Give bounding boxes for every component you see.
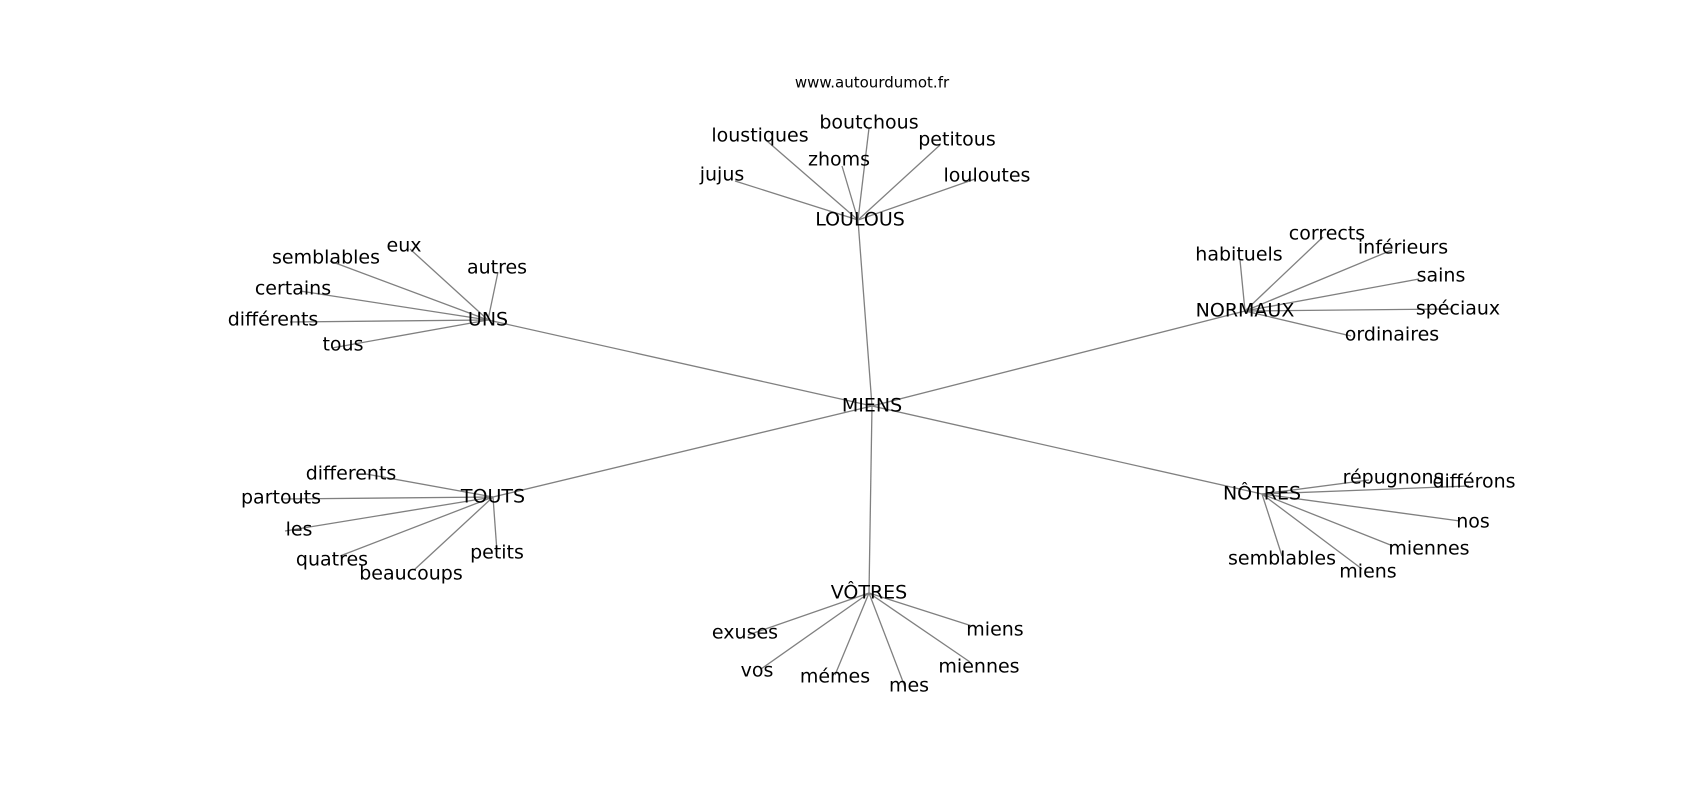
leaf-node-touts-differents: differents <box>306 463 397 485</box>
hub-node-normaux: NORMAUX <box>1196 300 1295 322</box>
edge-touts-les <box>284 496 494 532</box>
leaf-node-votres-mes: mes <box>889 675 929 697</box>
edge-notres-nos <box>1261 493 1461 522</box>
edge-touts-quatres <box>339 496 494 557</box>
edge-normaux-inferieurs <box>1244 249 1393 312</box>
leaf-node-uns-tous: tous <box>322 334 363 356</box>
leaf-node-loulous-petitous: petitous <box>918 129 996 151</box>
edge-notres-miennes <box>1261 493 1394 547</box>
edge-loulous-loustiques <box>766 140 859 221</box>
hub-node-votres: VÔTRES <box>831 580 908 604</box>
leaf-node-loulous-boutchous: boutchous <box>819 112 918 134</box>
edge-votres-exuses <box>747 592 870 636</box>
edge-notres-repugnons <box>1261 479 1370 495</box>
edge-loulous-jujus <box>734 180 859 221</box>
edge-center-loulous <box>857 219 873 407</box>
edge-votres-miens <box>868 592 973 627</box>
leaf-node-normaux-speciaux: spéciaux <box>1416 298 1500 320</box>
edge-loulous-zhoms <box>841 165 859 221</box>
leaf-node-normaux-inferieurs: inférieurs <box>1358 237 1448 259</box>
leaf-node-votres-miennes: miennes <box>938 656 1019 678</box>
site-label: www.autourdumot.fr <box>795 74 950 92</box>
leaf-node-notres-nos: nos <box>1456 511 1490 533</box>
leaf-node-touts-les: les <box>286 519 313 541</box>
leaf-node-touts-beaucoups: beaucoups <box>359 563 463 585</box>
edge-uns-autres <box>487 271 499 321</box>
hub-node-loulous: LOULOUS <box>815 209 905 231</box>
leaf-node-votres-vos: vos <box>741 660 774 682</box>
edge-touts-differents <box>365 473 494 498</box>
leaf-node-uns-certains: certains <box>255 278 331 300</box>
edge-notres-differons <box>1261 485 1470 495</box>
edge-group <box>280 127 1470 688</box>
edge-center-notres <box>871 405 1263 495</box>
leaf-node-touts-petits: petits <box>470 542 524 564</box>
edge-normaux-habituels <box>1239 259 1246 312</box>
leaf-node-loulous-jujus: jujus <box>699 164 745 186</box>
edge-center-uns <box>487 319 873 407</box>
leaf-node-notres-differons: différons <box>1432 471 1515 493</box>
leaf-node-uns-autres: autres <box>467 257 527 279</box>
leaf-node-normaux-sains: sains <box>1417 265 1466 287</box>
edge-votres-miennes <box>868 592 971 663</box>
edge-normaux-sains <box>1244 278 1420 312</box>
leaf-node-normaux-ordinaires: ordinaires <box>1345 324 1439 346</box>
edge-votres-vos <box>760 592 870 670</box>
edge-notres-miens <box>1261 493 1363 570</box>
hub-node-notres: NÔTRES <box>1223 481 1301 505</box>
leaf-node-loulous-loustiques: loustiques <box>711 125 808 147</box>
leaf-node-notres-miens: miens <box>1339 561 1396 583</box>
edge-uns-tous <box>331 319 489 349</box>
leaf-node-notres-miennes: miennes <box>1388 538 1469 560</box>
leaf-node-uns-differents: différents <box>228 309 319 331</box>
edge-loulous-boutchous <box>857 127 870 221</box>
hub-node-uns: UNS <box>468 309 508 331</box>
leaf-node-loulous-louloutes: louloutes <box>944 165 1031 187</box>
edge-loulous-louloutes <box>857 178 976 221</box>
edge-touts-petits <box>492 496 498 553</box>
edge-center-votres <box>868 405 873 594</box>
edge-uns-certains <box>299 290 489 321</box>
leaf-node-votres-miens: miens <box>966 619 1023 641</box>
leaf-node-loulous-zhoms: zhoms <box>808 149 870 171</box>
edge-notres-semblables <box>1261 493 1283 557</box>
edge-touts-partouts <box>280 496 494 500</box>
leaf-node-votres-memes: mémes <box>800 666 870 688</box>
edge-center-normaux <box>871 310 1246 407</box>
leaf-node-notres-semblables: semblables <box>1228 548 1336 570</box>
edge-uns-semblables <box>329 260 489 321</box>
leaf-node-uns-eux: eux <box>387 235 422 257</box>
node-center: MIENS <box>842 395 902 417</box>
leaf-node-uns-semblables: semblables <box>272 247 380 269</box>
edge-loulous-petitous <box>857 144 941 221</box>
edge-center-touts <box>492 405 873 498</box>
edge-normaux-ordinaires <box>1244 310 1352 337</box>
edge-uns-differents <box>289 319 489 323</box>
leaf-node-normaux-habituels: habituels <box>1195 244 1282 266</box>
edge-normaux-speciaux <box>1244 308 1453 312</box>
edge-normaux-corrects <box>1244 236 1324 312</box>
edge-votres-memes <box>834 592 870 676</box>
hub-node-touts: TOUTS <box>460 486 525 508</box>
leaf-node-touts-partouts: partouts <box>241 487 321 509</box>
leaf-node-notres-repugnons: répugnons <box>1343 467 1444 489</box>
edge-uns-eux <box>409 248 489 321</box>
leaf-node-touts-quatres: quatres <box>296 549 368 571</box>
edge-touts-beaucoups <box>413 496 494 571</box>
edge-votres-mes <box>868 592 906 688</box>
leaf-node-votres-exuses: exuses <box>712 622 778 644</box>
leaf-node-normaux-corrects: corrects <box>1289 223 1365 245</box>
